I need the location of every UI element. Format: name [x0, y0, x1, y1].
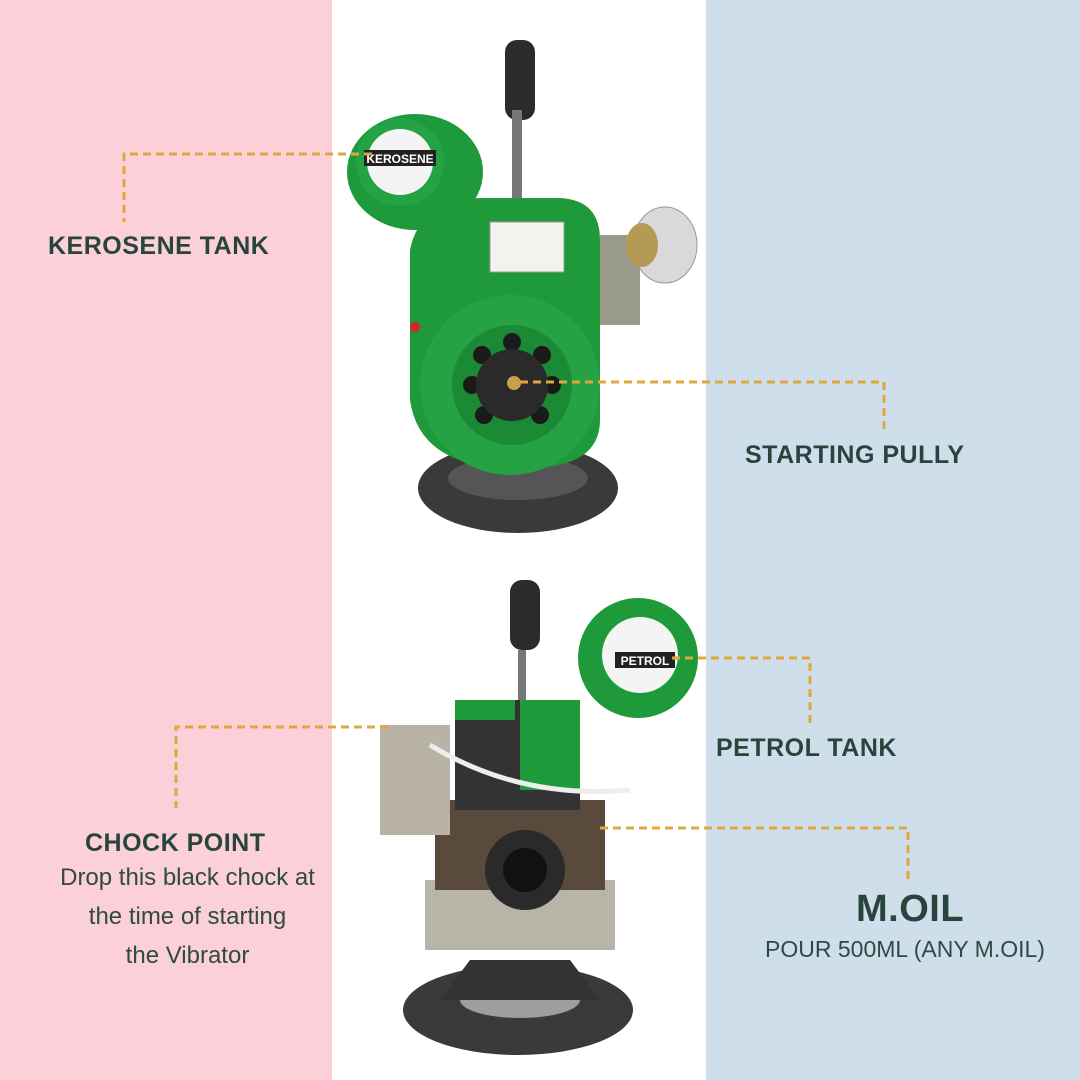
kerosene-tank-label: KEROSENE TANK [48, 232, 270, 260]
left-panel [0, 0, 332, 1080]
chock-desc-line: Drop this black chock at [60, 864, 315, 891]
leader-lines [122, 152, 910, 880]
chock-desc-line: the time of starting [88, 903, 287, 930]
engine-bottom-image: PETROL [380, 580, 698, 1055]
kerosene-leader-line [122, 152, 372, 222]
petrol-tank-label: PETROL TANK [716, 734, 897, 762]
m-oil-description: POUR 500ML (ANY M.OIL) [765, 936, 1045, 962]
kerosene-tank-text: KEROSENE [366, 152, 433, 166]
right-panel [706, 0, 1080, 1080]
engine-top-image: KEROSENE [347, 40, 698, 533]
petrol-leader-line [672, 656, 812, 725]
chock-point-description: Drop this black chock at the time of sta… [30, 858, 345, 975]
pully-leader-line [520, 380, 886, 432]
m-oil-label: M.OIL [856, 888, 965, 930]
chock-leader-line [174, 725, 388, 808]
oil-leader-line [600, 826, 910, 880]
starting-pully-label: STARTING PULLY [745, 441, 965, 469]
petrol-tank-text: PETROL [621, 654, 670, 668]
chock-point-label: CHOCK POINT [85, 829, 266, 857]
chock-desc-line: the Vibrator [125, 942, 250, 969]
